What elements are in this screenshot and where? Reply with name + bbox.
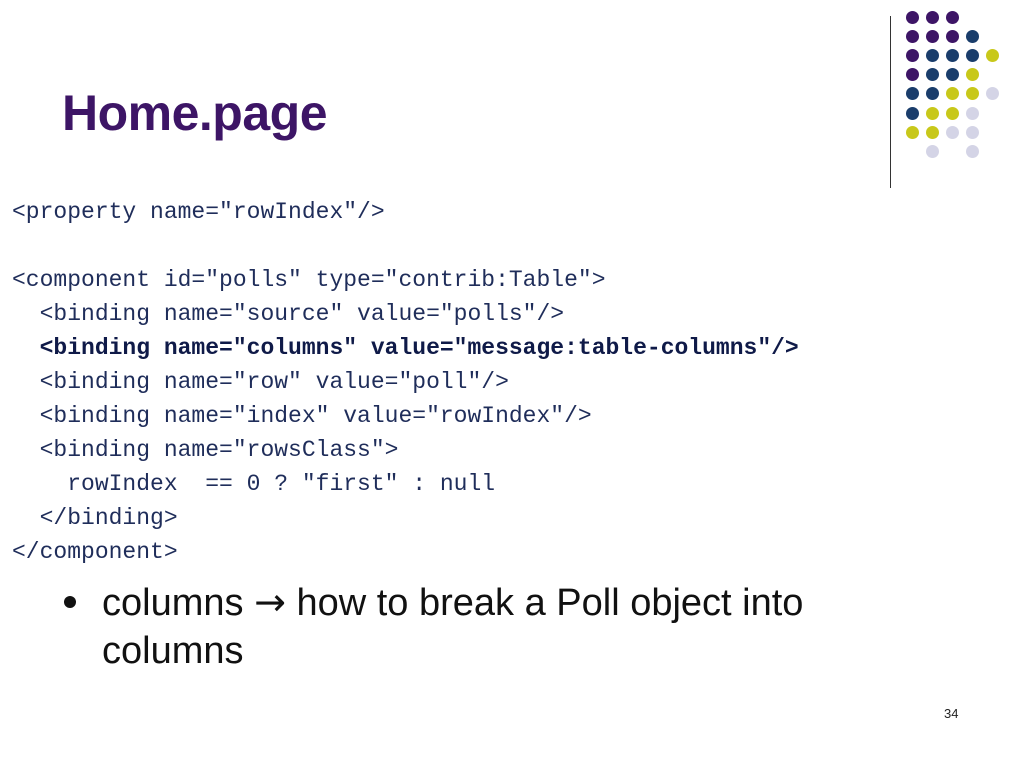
decorative-dot — [925, 68, 939, 82]
decorative-dot — [925, 10, 939, 24]
code-line: <binding name="rowsClass"> — [12, 437, 399, 463]
decorative-dot — [945, 68, 959, 82]
decorative-dot — [965, 144, 979, 158]
decorative-dot — [945, 106, 959, 120]
right-arrow-icon: → — [254, 580, 286, 624]
decorative-dot — [965, 48, 979, 62]
code-line: <binding name="row" value="poll"/> — [12, 369, 509, 395]
decorative-dot — [985, 87, 999, 101]
decorative-dot — [965, 125, 979, 139]
code-line: </component> — [12, 539, 178, 565]
dot-grid-decoration — [0, 0, 1024, 200]
slide-title: Home.page — [62, 85, 328, 141]
bullet-term: columns — [102, 582, 244, 624]
decorative-dot — [905, 29, 919, 43]
decorative-dot — [905, 106, 919, 120]
decorative-dot — [925, 144, 939, 158]
decorative-dot — [925, 48, 939, 62]
code-line: <binding name="source" value="polls"/> — [12, 301, 565, 327]
code-line — [12, 229, 799, 263]
code-line: <property name="rowIndex"/> — [12, 199, 385, 225]
bullet-dot-icon — [64, 596, 76, 608]
decorative-dot — [945, 10, 959, 24]
decorative-dot — [925, 106, 939, 120]
decorative-dot — [905, 10, 919, 24]
decorative-dot — [945, 48, 959, 62]
decorative-dot — [925, 125, 939, 139]
decorative-dot — [905, 87, 919, 101]
title-divider — [890, 16, 891, 188]
page-number: 34 — [944, 706, 959, 721]
code-line: <binding name="index" value="rowIndex"/> — [12, 403, 592, 429]
decorative-dot — [925, 87, 939, 101]
decorative-dot — [965, 106, 979, 120]
decorative-dot — [945, 125, 959, 139]
bullet-description: how to break a Poll object into columns — [102, 582, 804, 672]
decorative-dot — [945, 29, 959, 43]
code-block: <property name="rowIndex"/> <component id… — [12, 195, 799, 569]
code-line: </binding> — [12, 505, 178, 531]
code-line: <component id="polls" type="contrib:Tabl… — [12, 267, 606, 293]
bullet-item: columns → how to break a Poll object int… — [64, 578, 924, 675]
bullet-text: columns → how to break a Poll object int… — [102, 578, 924, 675]
code-line: rowIndex == 0 ? "first" : null — [12, 471, 496, 497]
decorative-dot — [965, 87, 979, 101]
decorative-dot — [985, 48, 999, 62]
decorative-dot — [945, 87, 959, 101]
decorative-dot — [905, 125, 919, 139]
decorative-dot — [965, 68, 979, 82]
decorative-dot — [965, 29, 979, 43]
decorative-dot — [905, 48, 919, 62]
code-line-highlighted: <binding name="columns" value="message:t… — [12, 335, 799, 361]
decorative-dot — [905, 68, 919, 82]
decorative-dot — [925, 29, 939, 43]
